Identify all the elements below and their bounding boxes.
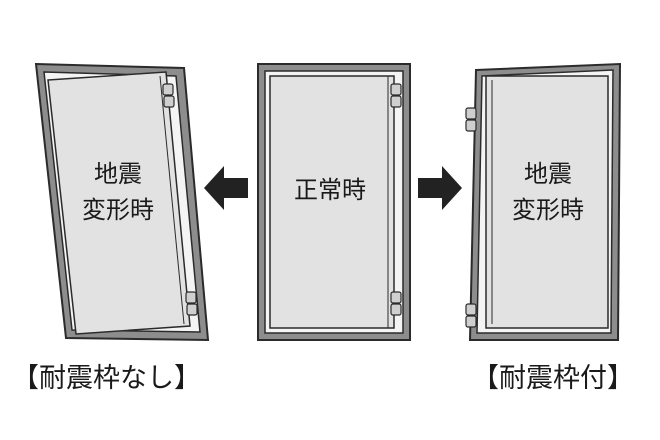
door-center-label: 正常時 xyxy=(294,176,366,204)
hinge-icon xyxy=(185,291,197,304)
hinge-icon xyxy=(162,83,174,96)
door-right-seismic-frame: 地震 変形時 xyxy=(465,62,622,341)
hinge-icon xyxy=(465,107,477,120)
door-left-panel xyxy=(47,71,191,335)
hinge-icon xyxy=(390,95,402,108)
hinge-icon xyxy=(465,303,477,316)
hinge-icon xyxy=(465,119,477,132)
hinge-icon xyxy=(390,83,402,96)
door-right-label-line1: 地震 xyxy=(524,160,572,188)
hinge-icon xyxy=(186,303,198,316)
arrow-left-icon xyxy=(204,166,248,210)
door-left-label-line1: 地震 xyxy=(94,160,142,188)
hinge-icon xyxy=(390,291,402,304)
hinge-icon xyxy=(163,95,175,108)
caption-no-seismic-frame: 【耐震枠なし】 xyxy=(12,363,201,394)
door-left-deformed: 地震 変形時 xyxy=(34,62,210,342)
hinge-icon xyxy=(465,315,477,328)
hinge-icon xyxy=(390,303,402,316)
door-center-panel xyxy=(269,75,395,329)
caption-with-seismic-frame: 【耐震枠付】 xyxy=(472,363,634,394)
door-left-label-line2: 変形時 xyxy=(82,196,154,224)
door-left-panel-edge xyxy=(159,75,185,325)
door-right-label-line2: 変形時 xyxy=(512,196,584,224)
door-right-panel xyxy=(485,75,609,329)
arrow-right-icon xyxy=(418,166,462,210)
door-center-normal: 正常時 xyxy=(257,63,411,341)
